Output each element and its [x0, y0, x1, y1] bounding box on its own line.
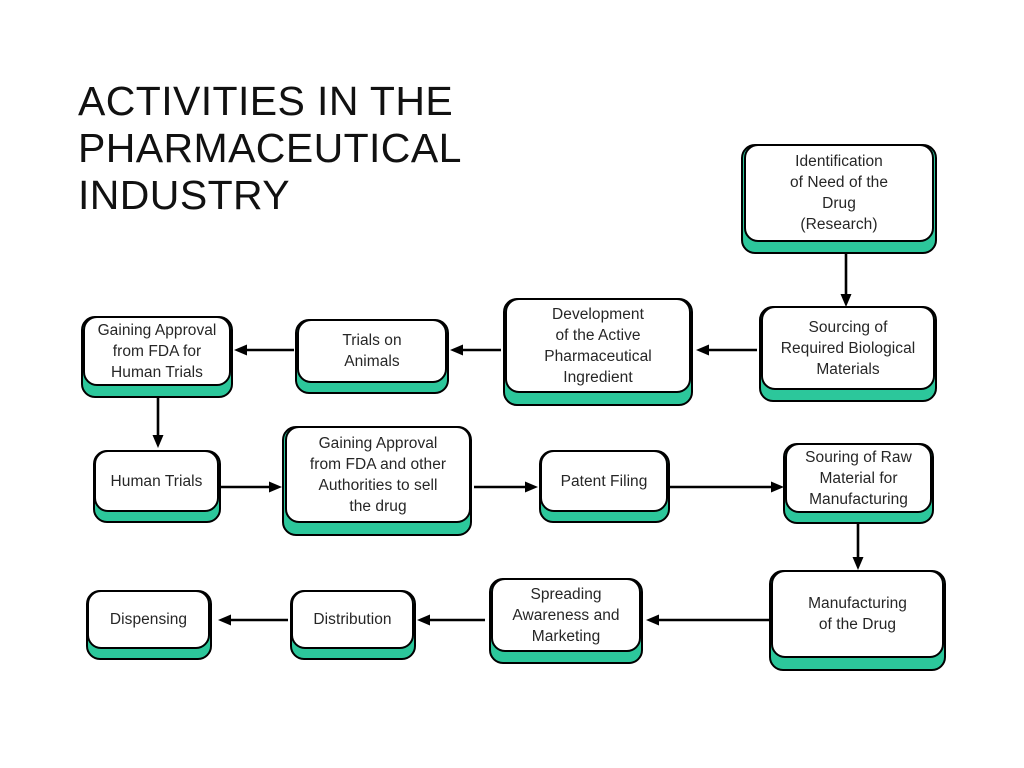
node-face: Patent Filing: [540, 450, 668, 512]
node-approval-sell[interactable]: Gaining Approval from FDA and other Auth…: [282, 426, 472, 536]
node-human-trials[interactable]: Human Trials: [93, 450, 221, 523]
node-face: Development of the Active Pharmaceutical…: [505, 298, 691, 393]
node-label: Development of the Active Pharmaceutical…: [544, 305, 652, 386]
node-approval-human[interactable]: Gaining Approval from FDA for Human Tria…: [81, 316, 233, 398]
node-dispensing[interactable]: Dispensing: [86, 590, 212, 660]
edge-distribution-to-dispensing: [218, 614, 288, 626]
node-face: Dispensing: [87, 590, 210, 649]
node-label: Spreading Awareness and Marketing: [512, 585, 620, 645]
node-face: Gaining Approval from FDA and other Auth…: [285, 426, 471, 523]
edge-approval-sell-to-patent-filing: [474, 481, 538, 493]
node-face: Trials on Animals: [297, 319, 447, 383]
node-sourcing-bio[interactable]: Sourcing of Required Biological Material…: [759, 306, 937, 402]
node-label: Identification of Need of the Drug (Rese…: [789, 153, 889, 233]
edge-marketing-to-distribution: [417, 614, 485, 626]
edge-trials-animals-to-approval-human: [234, 344, 294, 356]
node-face: Distribution: [291, 590, 414, 649]
node-label: Distribution: [313, 611, 392, 628]
node-label: Souring of Raw Material for Manufacturin…: [805, 448, 912, 508]
node-sourcing-raw[interactable]: Souring of Raw Material for Manufacturin…: [783, 443, 934, 524]
node-face: Souring of Raw Material for Manufacturin…: [785, 443, 932, 513]
node-label: Patent Filing: [560, 472, 648, 490]
node-distribution[interactable]: Distribution: [290, 590, 416, 660]
node-face: Manufacturing of the Drug: [771, 570, 944, 658]
node-marketing[interactable]: Spreading Awareness and Marketing: [489, 578, 643, 664]
node-face: Human Trials: [94, 450, 219, 512]
node-patent-filing[interactable]: Patent Filing: [539, 450, 670, 523]
node-label: Gaining Approval from FDA and other Auth…: [309, 434, 447, 515]
node-face: Sourcing of Required Biological Material…: [761, 306, 935, 390]
edge-sourcing-raw-to-manufacturing: [852, 524, 864, 570]
edge-approval-human-to-human-trials: [152, 390, 164, 448]
node-manufacturing[interactable]: Manufacturing of the Drug: [769, 570, 946, 671]
edge-patent-filing-to-sourcing-raw: [670, 481, 784, 493]
node-label: Manufacturing of the Drug: [808, 595, 907, 633]
node-label: Dispensing: [109, 611, 188, 628]
node-label: Sourcing of Required Biological Material…: [780, 318, 916, 378]
edge-sourcing-bio-to-development-api: [696, 344, 757, 356]
node-face: Identification of Need of the Drug (Rese…: [744, 144, 934, 242]
node-label: Gaining Approval from FDA for Human Tria…: [97, 321, 217, 381]
edge-human-trials-to-approval-sell: [219, 481, 282, 493]
edge-development-api-to-trials-animals: [450, 344, 501, 356]
node-face: Spreading Awareness and Marketing: [491, 578, 641, 652]
node-trials-animals[interactable]: Trials on Animals: [295, 319, 449, 394]
node-label: Human Trials: [110, 472, 203, 490]
node-identification[interactable]: Identification of Need of the Drug (Rese…: [741, 144, 937, 254]
node-development-api[interactable]: Development of the Active Pharmaceutical…: [503, 298, 693, 406]
page-title: ACTIVITIES IN THE PHARMACEUTICAL INDUSTR…: [78, 78, 462, 218]
edge-identification-to-sourcing-bio: [840, 253, 852, 307]
node-label: Trials on Animals: [342, 332, 402, 370]
edge-manufacturing-to-marketing: [646, 614, 772, 626]
node-face: Gaining Approval from FDA for Human Tria…: [83, 316, 231, 386]
